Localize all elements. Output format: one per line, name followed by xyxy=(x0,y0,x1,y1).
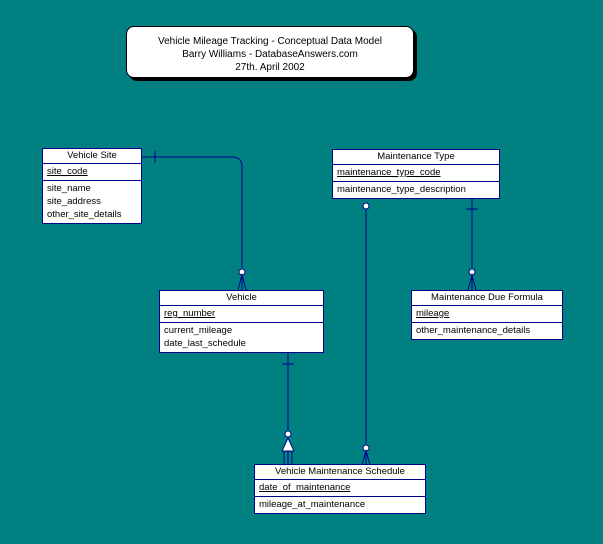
attr-maintenance-type-description: maintenance_type_description xyxy=(337,184,466,195)
entity-title: Maintenance Due Formula xyxy=(412,291,562,306)
attr-current-mileage: current_mileage xyxy=(164,325,233,336)
diagram-title: Vehicle Mileage Tracking - Conceptual Da… xyxy=(157,36,382,47)
attr-other-site-details: other_site_details xyxy=(47,209,122,220)
entity-maintenance-due-formula[interactable]: Maintenance Due Formula mileage other_ma… xyxy=(411,290,563,340)
attr-date-of-maintenance: date_of_maintenance xyxy=(259,482,351,493)
rel-site-vehicle xyxy=(141,156,243,268)
attr-site-address: site_address xyxy=(47,196,101,207)
entity-vehicle[interactable]: Vehicle reg_number current_mileage date_… xyxy=(159,290,324,353)
rel-type-formula-crowfoot xyxy=(467,273,477,291)
rel-vehicle-schedule-arrow xyxy=(281,436,295,452)
entity-title: Maintenance Type xyxy=(333,150,499,165)
diagram-title-box: Vehicle Mileage Tracking - Conceptual Da… xyxy=(126,26,414,78)
rel-vehicle-schedule-legs xyxy=(283,451,293,464)
rel-type-schedule-optional-top xyxy=(362,202,370,210)
entity-vehicle-maintenance-schedule[interactable]: Vehicle Maintenance Schedule date_of_mai… xyxy=(254,464,426,514)
attr-mileage: mileage xyxy=(416,308,450,319)
entity-title: Vehicle Maintenance Schedule xyxy=(255,465,425,480)
rel-type-schedule-crowfoot xyxy=(361,449,371,466)
attr-reg-number: reg_number xyxy=(164,308,216,319)
attr-maintenance-type-code: maintenance_type_code xyxy=(337,167,441,178)
entity-maintenance-type[interactable]: Maintenance Type maintenance_type_code m… xyxy=(332,149,500,199)
entity-vehicle-site[interactable]: Vehicle Site site_code site_name site_ad… xyxy=(42,148,142,224)
rel-site-vehicle-crowfoot xyxy=(237,273,247,291)
diagram-author: Barry Williams - DatabaseAnswers.com xyxy=(182,49,358,60)
attr-site-code: site_code xyxy=(47,166,88,177)
rel-vehicle-schedule-optional xyxy=(284,430,292,438)
attr-site-name: site_name xyxy=(47,183,91,194)
attr-other-maintenance-details: other_maintenance_details xyxy=(416,325,531,336)
entity-title: Vehicle Site xyxy=(43,149,141,164)
attr-mileage-at-maintenance: mileage_at_maintenance xyxy=(259,499,366,510)
attr-date-last-schedule: date_last_schedule xyxy=(164,338,246,349)
entity-title: Vehicle xyxy=(160,291,323,306)
diagram-date: 27th. April 2002 xyxy=(235,62,305,73)
